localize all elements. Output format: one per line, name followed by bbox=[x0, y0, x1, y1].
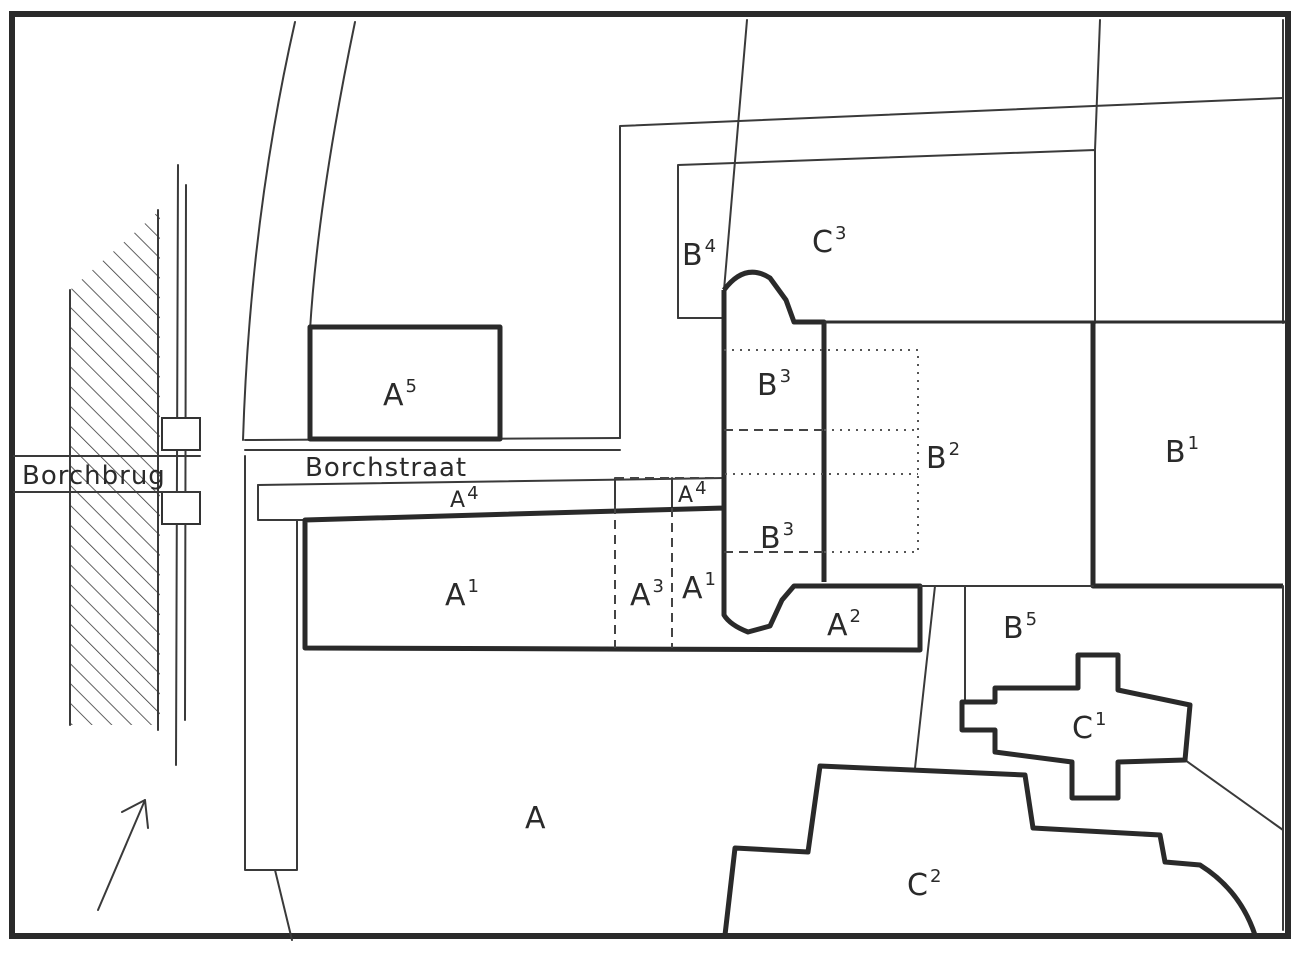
canal bbox=[69, 164, 187, 766]
north-arrow-icon bbox=[97, 799, 149, 911]
bridge bbox=[13, 417, 201, 525]
borchstraat-label: Borchstraat bbox=[305, 453, 467, 483]
borchbrug-label: Borchbrug bbox=[22, 461, 166, 491]
map-frame bbox=[9, 11, 1291, 939]
parcel-label-a: A bbox=[525, 801, 546, 836]
parcel-a5-outline bbox=[307, 324, 503, 442]
